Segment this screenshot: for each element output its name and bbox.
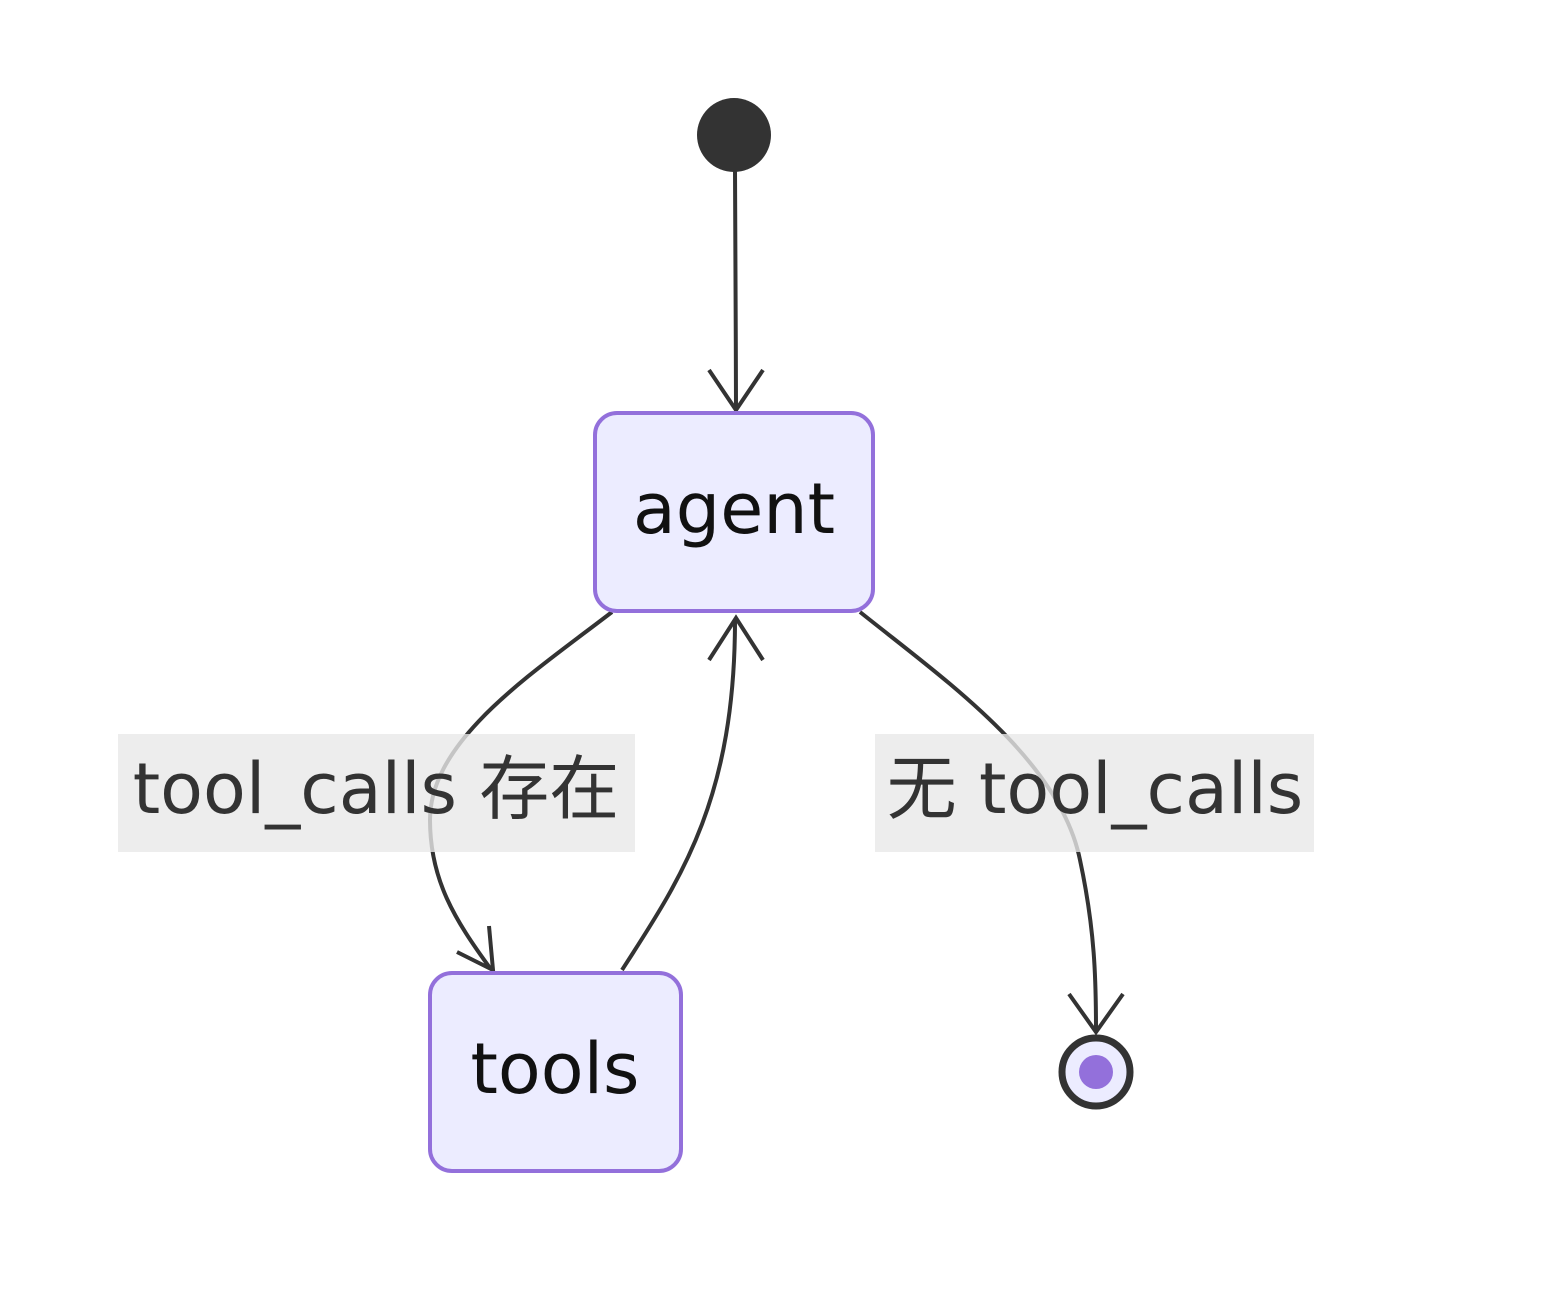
edge-label-text: 无 tool_calls [887, 748, 1304, 830]
state-tools[interactable]: tools [428, 971, 683, 1173]
state-agent-label: agent [633, 468, 835, 550]
state-tools-label: tools [470, 1028, 639, 1110]
edge-label-agent-to-tools: tool_calls 存在 [118, 734, 635, 852]
edge-tools-to-agent [620, 619, 737, 972]
edge-label-agent-to-end: 无 tool_calls [875, 734, 1314, 852]
arrowhead-start-to-agent [707, 368, 765, 414]
state-tools-box [428, 971, 683, 1173]
end-node [1058, 1034, 1134, 1110]
arrowhead-agent-to-tools [456, 925, 496, 974]
edge-label-text: tool_calls 存在 [133, 748, 620, 830]
arrowhead-agent-to-end [1067, 992, 1125, 1036]
edge-label-bg [118, 734, 635, 852]
state-agent-box [593, 411, 875, 613]
edge-label-bg [875, 734, 1314, 852]
state-agent[interactable]: agent [593, 411, 875, 613]
arrowhead-tools-to-agent [707, 614, 765, 662]
edge-start-to-agent [733, 169, 738, 409]
end-node-inner [1079, 1055, 1113, 1089]
start-node [697, 98, 771, 172]
